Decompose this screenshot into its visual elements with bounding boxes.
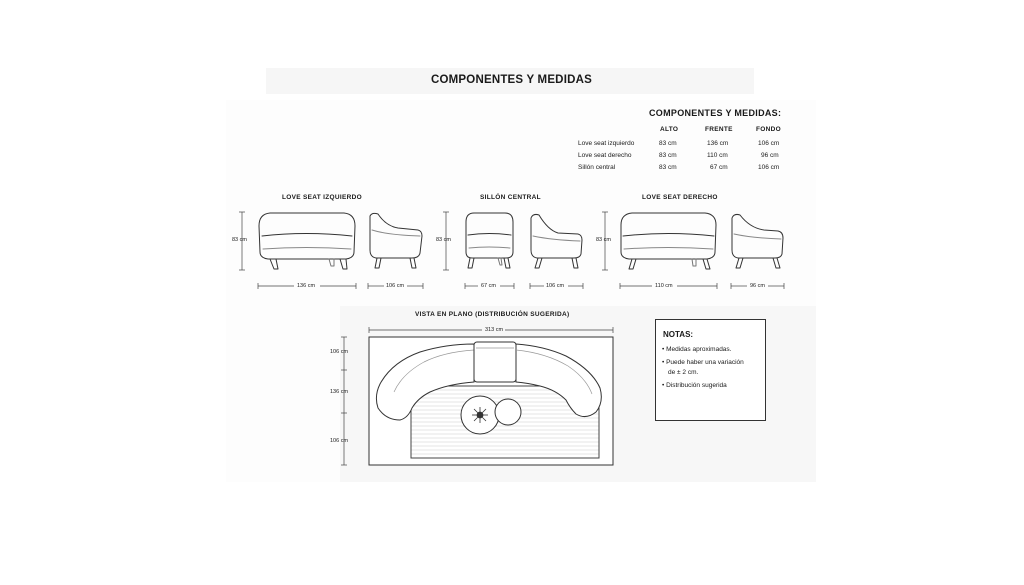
dim-plan-width: 313 cm — [485, 327, 504, 333]
table-row-name: Sillón central — [578, 164, 616, 171]
center-chair-side — [530, 213, 583, 269]
plan-label: VISTA EN PLANO (DISTRIBUCIÓN SUGERIDA) — [415, 311, 570, 318]
dim-front-center: 67 cm — [481, 283, 496, 289]
center-chair-label: SILLÓN CENTRAL — [480, 194, 541, 201]
note-item: • Puede haber una variación — [662, 359, 744, 366]
notes-title: NOTAS: — [663, 330, 694, 339]
left-loveseat-label: LOVE SEAT IZQUIERDO — [282, 194, 362, 201]
left-loveseat-side — [369, 212, 423, 269]
notes-box: NOTAS: • Medidas aproximadas. • Puede ha… — [655, 319, 766, 421]
dim-height-right: 83 cm — [596, 237, 611, 243]
table-cell: 110 cm — [707, 152, 728, 159]
dim-height-left: 83 cm — [232, 237, 247, 243]
dim-plan-side: 106 cm — [330, 349, 349, 355]
dim-front-left: 136 cm — [297, 283, 316, 289]
table-cell: 96 cm — [761, 152, 779, 159]
dim-plan-side: 106 cm — [330, 438, 349, 444]
table-title: COMPONENTES Y MEDIDAS: — [649, 108, 782, 118]
table-header-fondo: FONDO — [756, 126, 781, 133]
table-row-name: Love seat izquierdo — [578, 140, 635, 147]
right-loveseat-side — [731, 213, 784, 269]
plan-view — [368, 336, 614, 466]
dim-front-right: 110 cm — [655, 283, 673, 289]
dim-depth-right: 96 cm — [750, 283, 765, 289]
page-title: COMPONENTES Y MEDIDAS — [431, 74, 592, 86]
table-cell: 67 cm — [710, 164, 728, 171]
dim-depth-left: 106 cm — [386, 283, 405, 289]
table-cell: 83 cm — [659, 140, 677, 147]
note-item: • Distribución sugerida — [662, 382, 727, 389]
dim-plan-side: 136 cm — [330, 389, 349, 395]
right-loveseat-front — [620, 212, 717, 270]
table-cell: 83 cm — [659, 164, 677, 171]
table-header-alto: ALTO — [660, 126, 679, 133]
dim-height-center: 83 cm — [436, 237, 451, 243]
table-header-frente: FRENTE — [705, 126, 733, 133]
right-loveseat-label: LOVE SEAT DERECHO — [642, 194, 718, 201]
title-banner — [266, 68, 754, 94]
center-chair-front — [465, 212, 514, 269]
table-row-name: Love seat derecho — [578, 152, 632, 159]
note-item: • Medidas aproximadas. — [662, 346, 732, 353]
note-item: de ± 2 cm. — [668, 369, 699, 376]
table-cell: 106 cm — [758, 140, 780, 147]
table-cell: 136 cm — [707, 140, 729, 147]
table-cell: 106 cm — [758, 164, 780, 171]
dim-depth-center: 106 cm — [546, 283, 565, 289]
table-cell: 83 cm — [659, 152, 677, 159]
left-loveseat-front — [258, 212, 356, 270]
